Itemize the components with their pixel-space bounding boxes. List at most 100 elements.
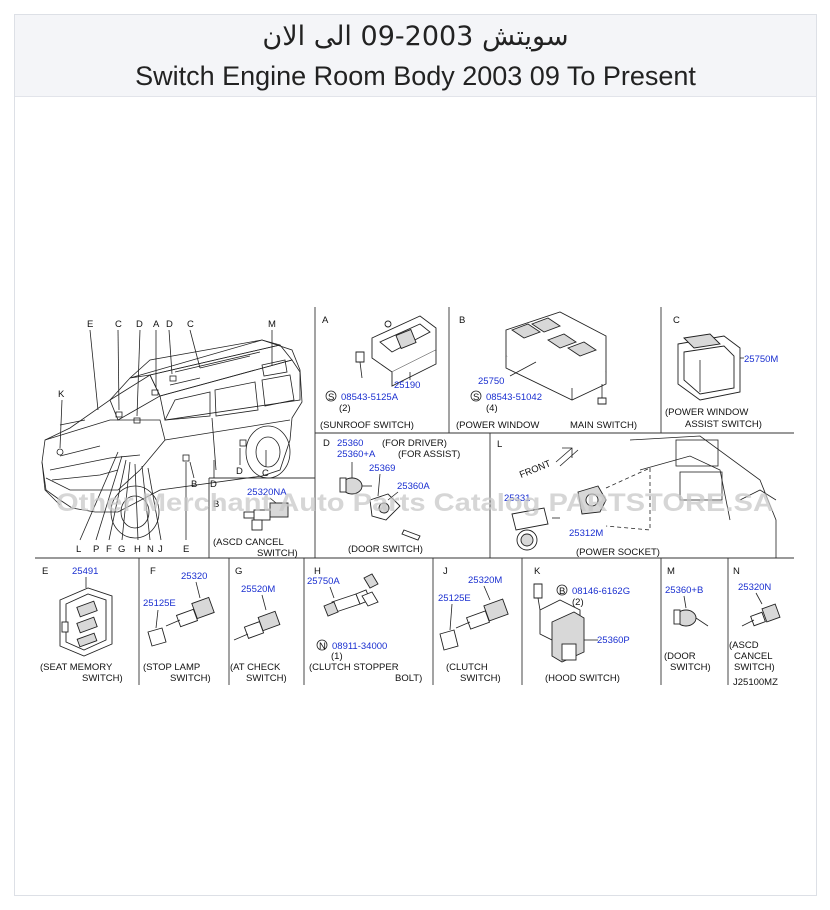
panel-f-part-25125e[interactable]: 25125E bbox=[143, 598, 176, 609]
panel-n-part-25320n[interactable]: 25320N bbox=[738, 582, 771, 593]
panel-grid bbox=[35, 307, 794, 685]
panel-k-b-symbol: B bbox=[559, 586, 565, 597]
panel-f-letter: F bbox=[150, 566, 156, 577]
vehicle-label-m-top: M bbox=[268, 319, 276, 330]
vehicle-label-e-bottom: E bbox=[183, 544, 189, 555]
panel-n-caption-2: CANCEL bbox=[734, 651, 773, 662]
panel-e-letter: E bbox=[42, 566, 48, 577]
title-arabic: سويتش 2003-09 الى الان bbox=[262, 21, 569, 52]
panel-n-letter: N bbox=[733, 566, 740, 577]
panel-l-part-25312m[interactable]: 25312M bbox=[569, 528, 603, 539]
vehicle-label-p: P bbox=[93, 544, 99, 555]
panel-e-caption-1: (SEAT MEMORY bbox=[40, 662, 113, 673]
panel-g-part-25520m[interactable]: 25520M bbox=[241, 584, 275, 595]
vehicle-label-f: F bbox=[106, 544, 112, 555]
panel-a-qty: (2) bbox=[339, 403, 351, 414]
panel-k-part-08146-6162g[interactable]: 08146-6162G bbox=[572, 586, 630, 597]
panel-j-part-25125e[interactable]: 25125E bbox=[438, 593, 471, 604]
panel-m-door-switch: M 25360+B (DOOR SWITCH) bbox=[664, 566, 711, 673]
vehicle-label-c-lower: C bbox=[262, 468, 269, 479]
panel-d-part-25360[interactable]: 25360 bbox=[337, 438, 363, 449]
panel-h-caption-1: (CLUTCH STOPPER bbox=[309, 662, 399, 673]
ascd-caption-2: SWITCH) bbox=[257, 548, 298, 559]
panel-d-for-assist: (FOR ASSIST) bbox=[398, 449, 460, 460]
vehicle-label-h: H bbox=[134, 544, 141, 555]
panel-c-caption-1: (POWER WINDOW bbox=[665, 407, 748, 418]
panel-d-part-25360a[interactable]: 25360A bbox=[397, 481, 430, 492]
panel-f-part-25320[interactable]: 25320 bbox=[181, 571, 207, 582]
panel-m-part-25360-plus-b[interactable]: 25360+B bbox=[665, 585, 703, 596]
panel-k-letter: K bbox=[534, 566, 541, 577]
vehicle-label-d2-top: D bbox=[166, 319, 173, 330]
panel-c-caption-2: ASSIST SWITCH) bbox=[685, 419, 762, 430]
panel-b-part-25750[interactable]: 25750 bbox=[478, 376, 504, 387]
panel-b-part-08543-51042[interactable]: 08543-51042 bbox=[486, 392, 542, 403]
vehicle-label-a-top: A bbox=[153, 319, 160, 330]
panel-n-ascd-cancel-switch: N 25320N (ASCD CANCEL SWITCH) bbox=[729, 566, 781, 673]
panel-h-part-08911-34000[interactable]: 08911-34000 bbox=[332, 641, 387, 652]
panel-j-clutch-switch: J 25320M 25125E (CLUTCH SWITCH) bbox=[438, 566, 509, 684]
panel-a-sunroof-switch: A 25190 S 08543-5125A (2) (SUNROOF SWITC… bbox=[320, 315, 437, 431]
panel-l-letter: L bbox=[497, 439, 502, 450]
diagram-frame: سويتش 2003-09 الى الان Switch Engine Roo… bbox=[14, 14, 817, 896]
panel-h-clutch-stopper-bolt: H 25750A N 08911-34000 (1) (CLUTCH STOPP… bbox=[307, 566, 422, 684]
panel-e-caption-2: SWITCH) bbox=[82, 673, 123, 684]
panel-h-letter: H bbox=[314, 566, 321, 577]
panel-f-caption-2: SWITCH) bbox=[170, 673, 211, 684]
panel-k-part-25360p[interactable]: 25360P bbox=[597, 635, 630, 646]
panel-b-caption-1: (POWER WINDOW bbox=[456, 420, 539, 431]
vehicle-label-b-lower: B bbox=[191, 479, 197, 490]
panel-l-part-25331[interactable]: 25331 bbox=[504, 493, 530, 504]
vehicle-label-d-lower: D bbox=[236, 466, 243, 477]
panel-n-caption-3: SWITCH) bbox=[734, 662, 775, 673]
panel-m-caption-1: (DOOR bbox=[664, 651, 696, 662]
panel-k-qty: (2) bbox=[572, 597, 584, 608]
panel-a-letter: A bbox=[322, 315, 329, 326]
panel-j-part-25320m[interactable]: 25320M bbox=[468, 575, 502, 586]
panel-k-hood-switch: K B 08146-6162G (2) 25360P (HOOD SWITCH) bbox=[533, 566, 630, 684]
vehicle-label-k: K bbox=[58, 389, 65, 400]
panel-k-caption: (HOOD SWITCH) bbox=[545, 673, 620, 684]
panel-m-caption-2: SWITCH) bbox=[670, 662, 711, 673]
panel-l-caption: (POWER SOCKET) bbox=[576, 547, 660, 558]
title-english: Switch Engine Room Body 2003 09 To Prese… bbox=[135, 61, 696, 91]
panel-h-part-25750a[interactable]: 25750A bbox=[307, 576, 340, 587]
vehicle-label-g: G bbox=[118, 544, 125, 555]
vehicle-label-d-side: D bbox=[210, 479, 217, 490]
panel-c-power-window-assist-switch: C 25750M (POWER WINDOW ASSIST SWITCH) bbox=[665, 315, 778, 430]
panel-a-part-25190[interactable]: 25190 bbox=[394, 380, 420, 391]
panel-d-letter: D bbox=[323, 438, 330, 449]
diagram-code: J25100MZ bbox=[733, 677, 778, 688]
panel-a-part-08543-5125a[interactable]: 08543-5125A bbox=[341, 392, 399, 403]
panel-b-s-symbol: S bbox=[473, 392, 479, 403]
panel-d-part-25369[interactable]: 25369 bbox=[369, 463, 395, 474]
panel-n-caption-1: (ASCD bbox=[729, 640, 759, 651]
panel-h-n-symbol: N bbox=[319, 641, 326, 652]
panel-d-caption: (DOOR SWITCH) bbox=[348, 544, 423, 555]
panel-g-letter: G bbox=[235, 566, 242, 577]
watermark-text: Other Merchant Auto Parts Catalog PARTST… bbox=[56, 489, 774, 517]
ascd-part-25320na[interactable]: 25320NA bbox=[247, 487, 287, 498]
vehicle-label-j: J bbox=[158, 544, 163, 555]
panel-l-front-label: FRONT bbox=[518, 458, 553, 481]
panel-c-part-25750m[interactable]: 25750M bbox=[744, 354, 778, 365]
vehicle-label-b-side: B bbox=[213, 499, 219, 510]
panel-j-letter: J bbox=[443, 566, 448, 577]
panel-f-stop-lamp-switch: F 25320 25125E (STOP LAMP SWITCH) bbox=[143, 566, 215, 684]
panel-b-qty: (4) bbox=[486, 403, 498, 414]
panel-d-door-switch: D 25360 (FOR DRIVER) 25360+A (FOR ASSIST… bbox=[323, 438, 460, 555]
panel-f-caption-1: (STOP LAMP bbox=[143, 662, 200, 673]
page-header: سويتش 2003-09 الى الان Switch Engine Roo… bbox=[15, 15, 816, 97]
vehicle-label-n: N bbox=[147, 544, 154, 555]
panel-e-part-25491[interactable]: 25491 bbox=[72, 566, 98, 577]
panel-g-caption-2: SWITCH) bbox=[246, 673, 287, 684]
panel-c-letter: C bbox=[673, 315, 680, 326]
panel-d-part-25360a-plus[interactable]: 25360+A bbox=[337, 449, 376, 460]
panel-g-caption-1: (AT CHECK bbox=[230, 662, 281, 673]
vehicle-label-e-top: E bbox=[87, 319, 93, 330]
vehicle-illustration: E C D A D C M K L P F G H N J E B D C D … bbox=[41, 319, 303, 555]
vehicle-label-l: L bbox=[76, 544, 81, 555]
vehicle-label-c-top: C bbox=[115, 319, 122, 330]
vehicle-label-d-top: D bbox=[136, 319, 143, 330]
